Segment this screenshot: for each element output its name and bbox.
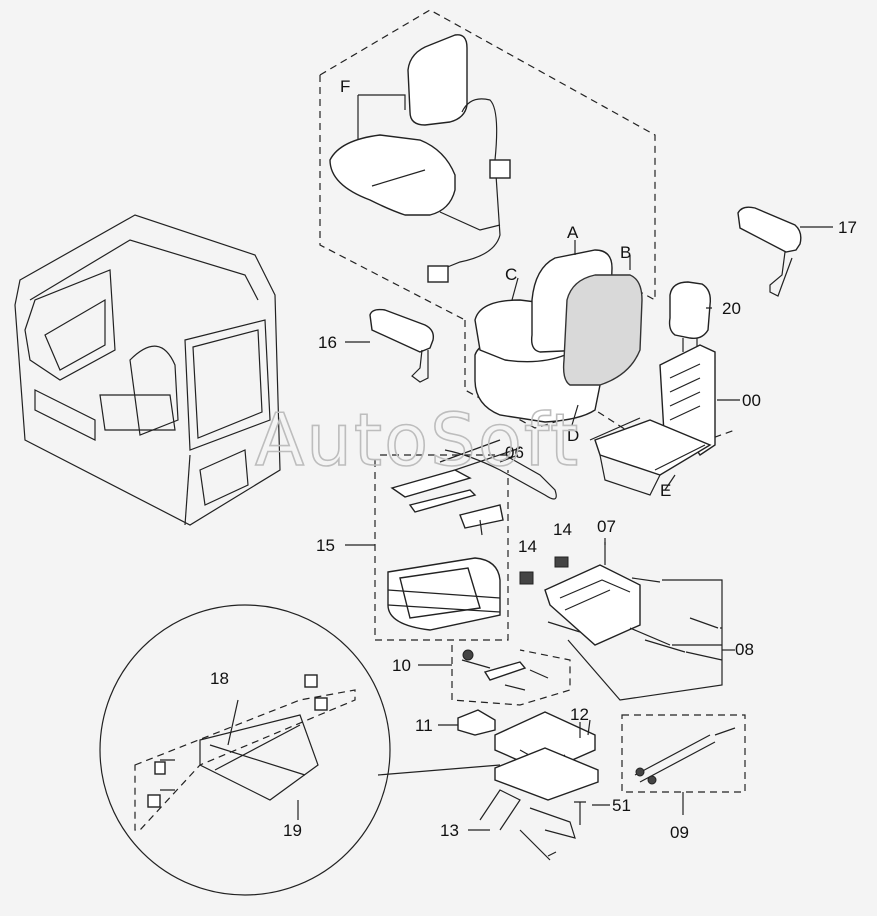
label-17: 17: [838, 218, 857, 237]
block-14a: [519, 571, 534, 585]
label-A: A: [567, 223, 579, 242]
cable-06: [444, 449, 557, 500]
label-07: 07: [597, 517, 616, 536]
label-B: B: [620, 243, 631, 262]
label-F: F: [340, 77, 350, 96]
seat-assembly-group: [380, 249, 736, 496]
label-00: 00: [742, 391, 761, 410]
label-12: 12: [570, 705, 589, 724]
label-18: 18: [210, 669, 229, 688]
clip-11: [438, 709, 496, 736]
suspension-12: [494, 711, 599, 801]
cabin-illustration: [14, 214, 281, 526]
label-14a: 14: [518, 537, 537, 556]
label-E: E: [660, 481, 671, 500]
label-16: 16: [318, 333, 337, 352]
label-20: 20: [722, 299, 741, 318]
armrest-right-17: [737, 206, 833, 297]
lower-frame-07: [544, 542, 641, 646]
lever-13: [468, 789, 576, 861]
springs-08: [547, 577, 735, 701]
label-19: 19: [283, 821, 302, 840]
label-D: D: [567, 426, 579, 445]
label-13: 13: [440, 821, 459, 840]
heater-group-F: [319, 9, 656, 321]
damper-group-09: [621, 714, 746, 815]
bracket-group-10: [418, 645, 571, 706]
armrest-left-16: [345, 308, 435, 383]
label-C: C: [505, 265, 517, 284]
block-14b: [554, 556, 569, 568]
rail-group-15: [345, 439, 521, 641]
label-11: 11: [415, 716, 433, 735]
label-14b: 14: [553, 520, 572, 539]
detail-circle: [99, 604, 501, 896]
bolt-51: [574, 801, 610, 825]
watermark: AutoSoft: [255, 398, 580, 482]
label-51: 51: [612, 796, 631, 815]
label-06: 06: [505, 443, 524, 462]
label-08: 08: [735, 640, 754, 659]
label-15: 15: [316, 536, 335, 555]
label-10: 10: [392, 656, 411, 675]
label-09: 09: [670, 823, 689, 842]
